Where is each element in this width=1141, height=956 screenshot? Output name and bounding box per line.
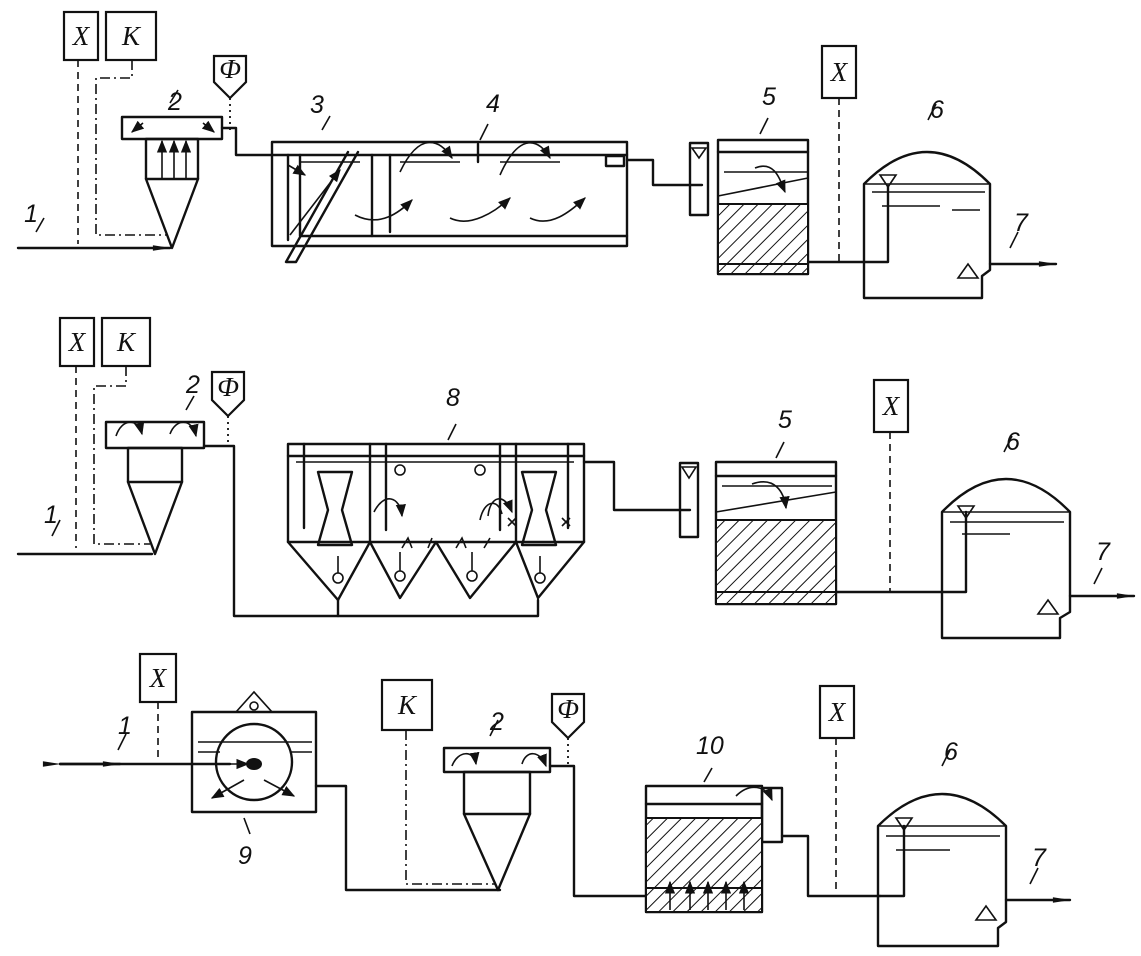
filter-5-scheme-2 (678, 460, 838, 606)
scheme-3: X 1 9 K (42, 652, 1072, 948)
reagent-label: Ф (557, 694, 579, 724)
label-mixer-3: 2 (489, 708, 504, 736)
vortex-mixer-2 (104, 420, 206, 556)
clean-water-reservoir-1 (862, 150, 1058, 300)
reagent-box-lime-1b: X (820, 44, 858, 100)
label-inflow-3: 1 (118, 712, 132, 740)
pipe-tank-to-filter (625, 158, 704, 187)
label-mixer-2: 2 (185, 371, 200, 399)
vortex-mixer-1 (120, 115, 224, 250)
reagent-label: X (68, 327, 87, 357)
reagent-label: X (149, 663, 168, 693)
label-reservoir: 6 (930, 96, 944, 124)
label-drum-screen: 9 (238, 842, 252, 870)
reagent-label: K (121, 21, 142, 51)
reagent-label: X (882, 391, 901, 421)
flocculant-dispenser-3: Ф (550, 692, 586, 740)
label-mixer: 2 (167, 88, 182, 116)
reagent-label: X (830, 57, 849, 87)
clarifier-8 (286, 442, 692, 602)
label-inflow: 1 (24, 200, 38, 228)
flocculant-dispenser-1: Ф (212, 54, 248, 100)
reagent-label: K (397, 690, 418, 720)
reagent-label: X (828, 697, 847, 727)
label-outflow-2: 7 (1096, 538, 1111, 566)
reagent-box-lime-1: X (62, 10, 100, 62)
reagent-box-coagulant-3: K (380, 678, 434, 732)
pipe-filter-to-reservoir (806, 184, 890, 264)
pipe-mixer-to-tank (220, 126, 274, 157)
sedimentation-tank-3 (270, 140, 629, 264)
reagent-box-coagulant-1: K (104, 10, 158, 62)
clean-water-reservoir-3 (876, 792, 1072, 948)
reagent-box-lime-2b: X (872, 378, 910, 434)
label-inflow-2: 1 (44, 501, 58, 529)
label-filter-2: 5 (778, 406, 792, 434)
reagent-label: X (72, 21, 91, 51)
pipe-filter-to-reservoir-2 (834, 510, 968, 594)
reagent-box-lime-3: X (138, 652, 178, 704)
label-reservoir-3: 6 (944, 738, 958, 766)
pipe-drum-to-mixer (314, 784, 502, 892)
pipe-mixer-to-contact-filter (548, 764, 648, 898)
label-sedimentation-tank: 3 (310, 91, 324, 119)
vortex-mixer-3 (442, 746, 552, 892)
pipe-mixer-to-clarifier (202, 444, 340, 618)
contact-filter-10 (644, 784, 882, 914)
label-filter: 5 (762, 83, 776, 111)
label-contact-filter: 10 (696, 732, 724, 760)
label-outflow: 7 (1014, 209, 1029, 237)
drum-screen-9 (190, 690, 318, 814)
reagent-box-lime-2: X (58, 316, 96, 368)
reagent-box-coagulant-2: K (100, 316, 152, 368)
clean-water-reservoir-2 (940, 477, 1136, 640)
coagulant-dose-line (95, 60, 168, 236)
label-reservoir-2: 6 (1006, 428, 1020, 456)
reagent-label: K (116, 327, 137, 357)
reagent-box-lime-3b: X (818, 684, 856, 740)
scheme-2: X K 1 2 Ф (16, 316, 1136, 640)
label-outflow-3: 7 (1032, 844, 1047, 872)
label-thin-layer: 4 (486, 90, 500, 118)
reagent-label: Ф (217, 372, 239, 402)
scheme-1: X K 1 2 Ф (16, 10, 1058, 300)
filter-5-scheme-1 (688, 138, 810, 276)
label-clarifier: 8 (446, 384, 460, 412)
reagent-label: Ф (219, 54, 241, 84)
flocculant-dispenser-2: Ф (210, 370, 246, 418)
